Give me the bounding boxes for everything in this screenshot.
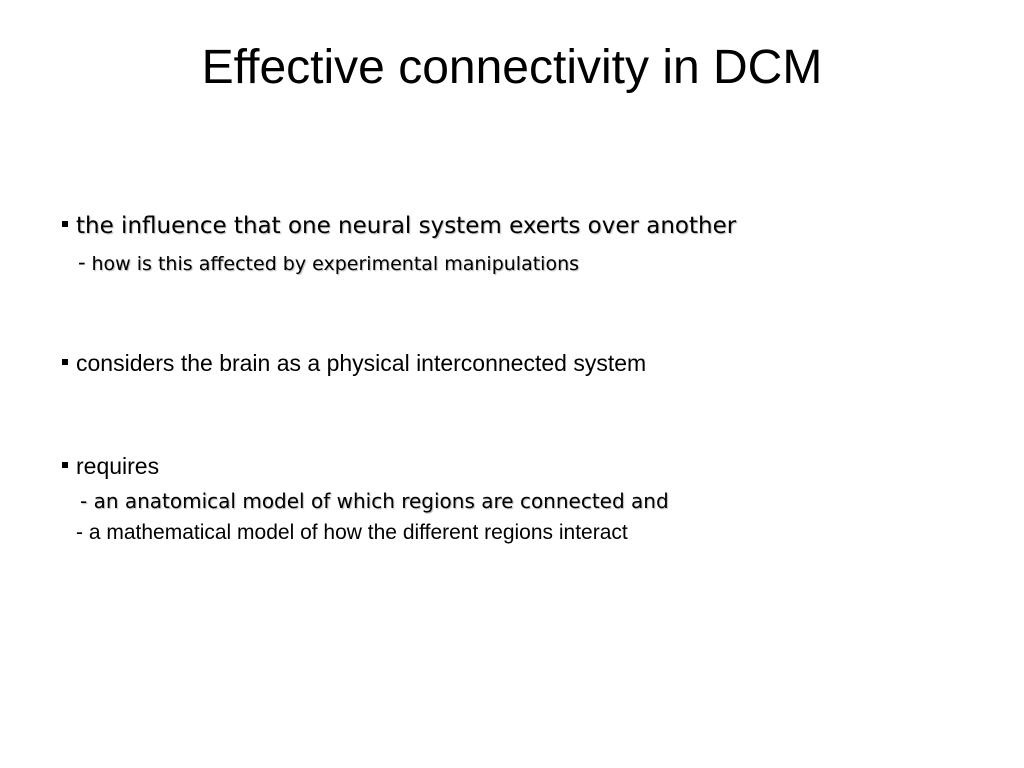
bullet-physical-system: considers the brain as a physical interc… [62, 347, 646, 379]
sub-bullet-mathematical-model: - a mathematical model of how the differ… [76, 521, 628, 544]
bullet-text: the influence that one neural system exe… [76, 213, 737, 239]
bullet-text: requires [76, 453, 160, 479]
sub-bullet-text: how is this affected by experimental man… [91, 253, 580, 275]
slide-title: Effective connectivity in DCM [201, 41, 823, 94]
square-bullet-icon [62, 358, 68, 365]
sub-bullet-anatomical-model: - an anatomical model of which regions a… [80, 489, 669, 513]
bullet-text: considers the brain as a physical interc… [76, 350, 647, 376]
sub-bullet-dash: - [78, 249, 86, 275]
bullet-influence: the influence that one neural system exe… [62, 210, 736, 242]
sub-bullet-manipulations: - how is this affected by experimental m… [78, 246, 579, 280]
square-bullet-icon [62, 461, 68, 468]
square-bullet-icon [62, 220, 68, 227]
bullet-requires: requires [62, 450, 159, 482]
